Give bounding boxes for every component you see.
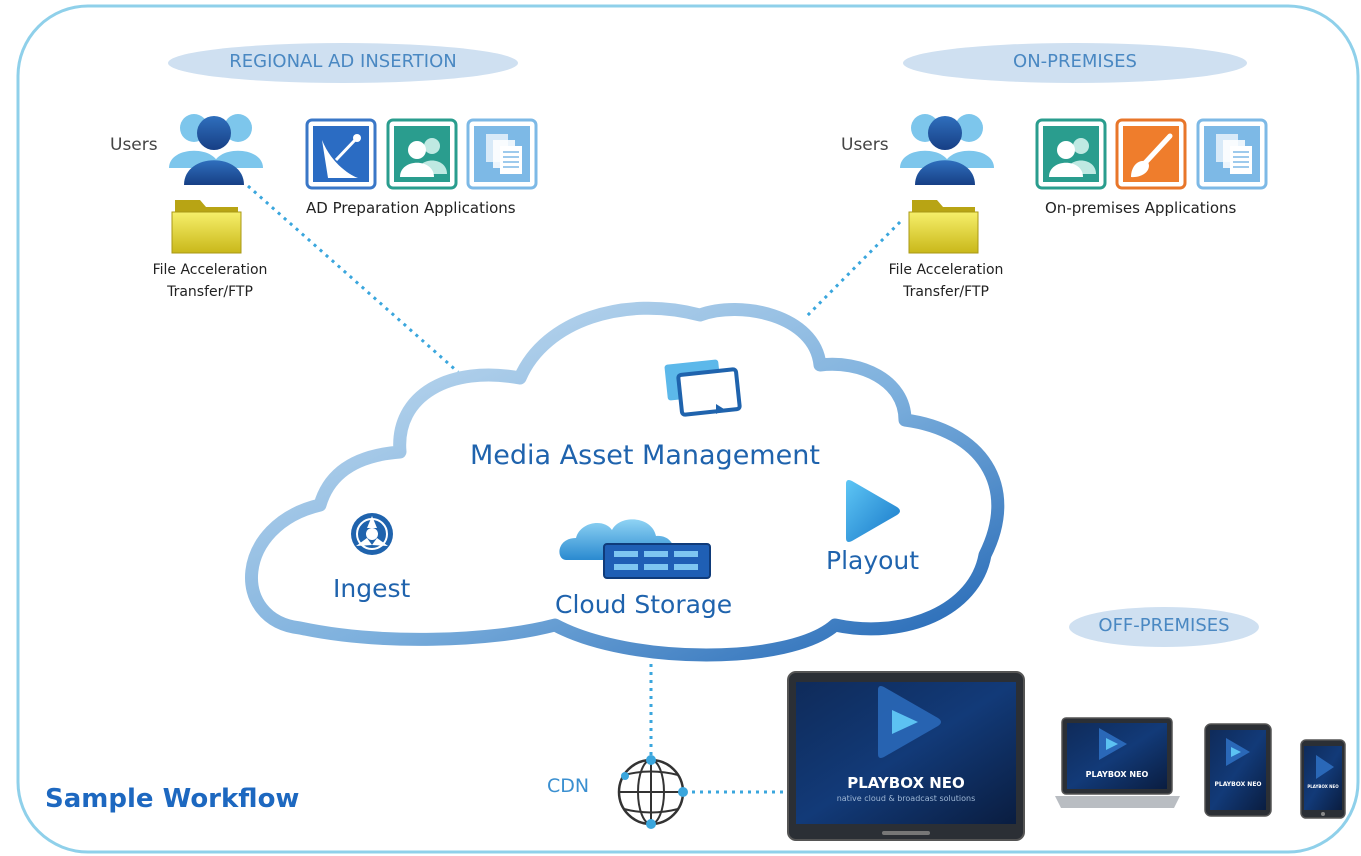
users-label-left: Users <box>110 135 158 155</box>
connector-left-users <box>247 184 459 374</box>
file-label-left-line1: File Acceleration <box>152 262 268 278</box>
apps-label-left: AD Preparation Applications <box>306 199 516 217</box>
section-label-regional: REGIONAL AD INSERTION <box>229 51 457 72</box>
file-label-left-line2: Transfer/FTP <box>167 284 253 300</box>
cdn-globe-icon <box>617 755 688 829</box>
satellite-icon <box>305 118 377 190</box>
group-icon-right <box>1035 118 1107 190</box>
cloud-label-ingest: Ingest <box>333 574 411 603</box>
folder-icon-right <box>908 200 979 254</box>
tv-device <box>787 671 1025 841</box>
laptop-device <box>1055 717 1180 808</box>
section-label-onprem: ON-PREMISES <box>1013 51 1137 72</box>
apps-label-right: On-premises Applications <box>1045 199 1237 217</box>
documents-icon-right <box>1196 118 1268 190</box>
cloud-storage-icon <box>559 519 711 579</box>
folder-icon-left <box>171 200 242 254</box>
file-label-right-line1: File Acceleration <box>888 262 1004 278</box>
brush-icon <box>1115 118 1187 190</box>
pill-regional-bg <box>168 43 518 83</box>
cloud-shape <box>245 301 1005 662</box>
users-label-right: Users <box>841 135 889 155</box>
media-asset-icon <box>664 359 742 417</box>
group-icon-left <box>386 118 458 190</box>
tablet-logo: PLAYBOX NEO <box>1214 781 1262 788</box>
cloud-label-mam: Media Asset Management <box>470 440 820 471</box>
ingest-icon <box>351 513 393 555</box>
tablet-device <box>1204 723 1272 817</box>
outer-frame <box>16 4 1360 854</box>
cdn-label: CDN <box>547 775 590 797</box>
cloud-label-storage: Cloud Storage <box>555 590 733 619</box>
playout-icon <box>846 480 900 542</box>
cloud-fill <box>245 301 1005 662</box>
pill-onprem-bg <box>903 43 1247 83</box>
cloud-label-playout: Playout <box>826 546 920 575</box>
phone-device <box>1300 739 1346 819</box>
users-icon-right <box>900 114 994 185</box>
pill-offprem-bg <box>1069 607 1259 647</box>
dotted-connectors <box>247 184 902 794</box>
connector-right-users <box>803 220 902 320</box>
page-title: Sample Workflow <box>45 784 300 814</box>
tv-logo: PLAYBOX NEO <box>847 774 965 792</box>
phone-logo: PLAYBOX NEO <box>1307 784 1339 789</box>
users-icon-left <box>169 114 263 185</box>
tv-tagline: native cloud & broadcast solutions <box>836 794 976 803</box>
file-label-right-line2: Transfer/FTP <box>903 284 989 300</box>
documents-icon-left <box>466 118 538 190</box>
laptop-logo: PLAYBOX NEO <box>1085 770 1149 779</box>
section-label-offprem: OFF-PREMISES <box>1098 615 1230 636</box>
